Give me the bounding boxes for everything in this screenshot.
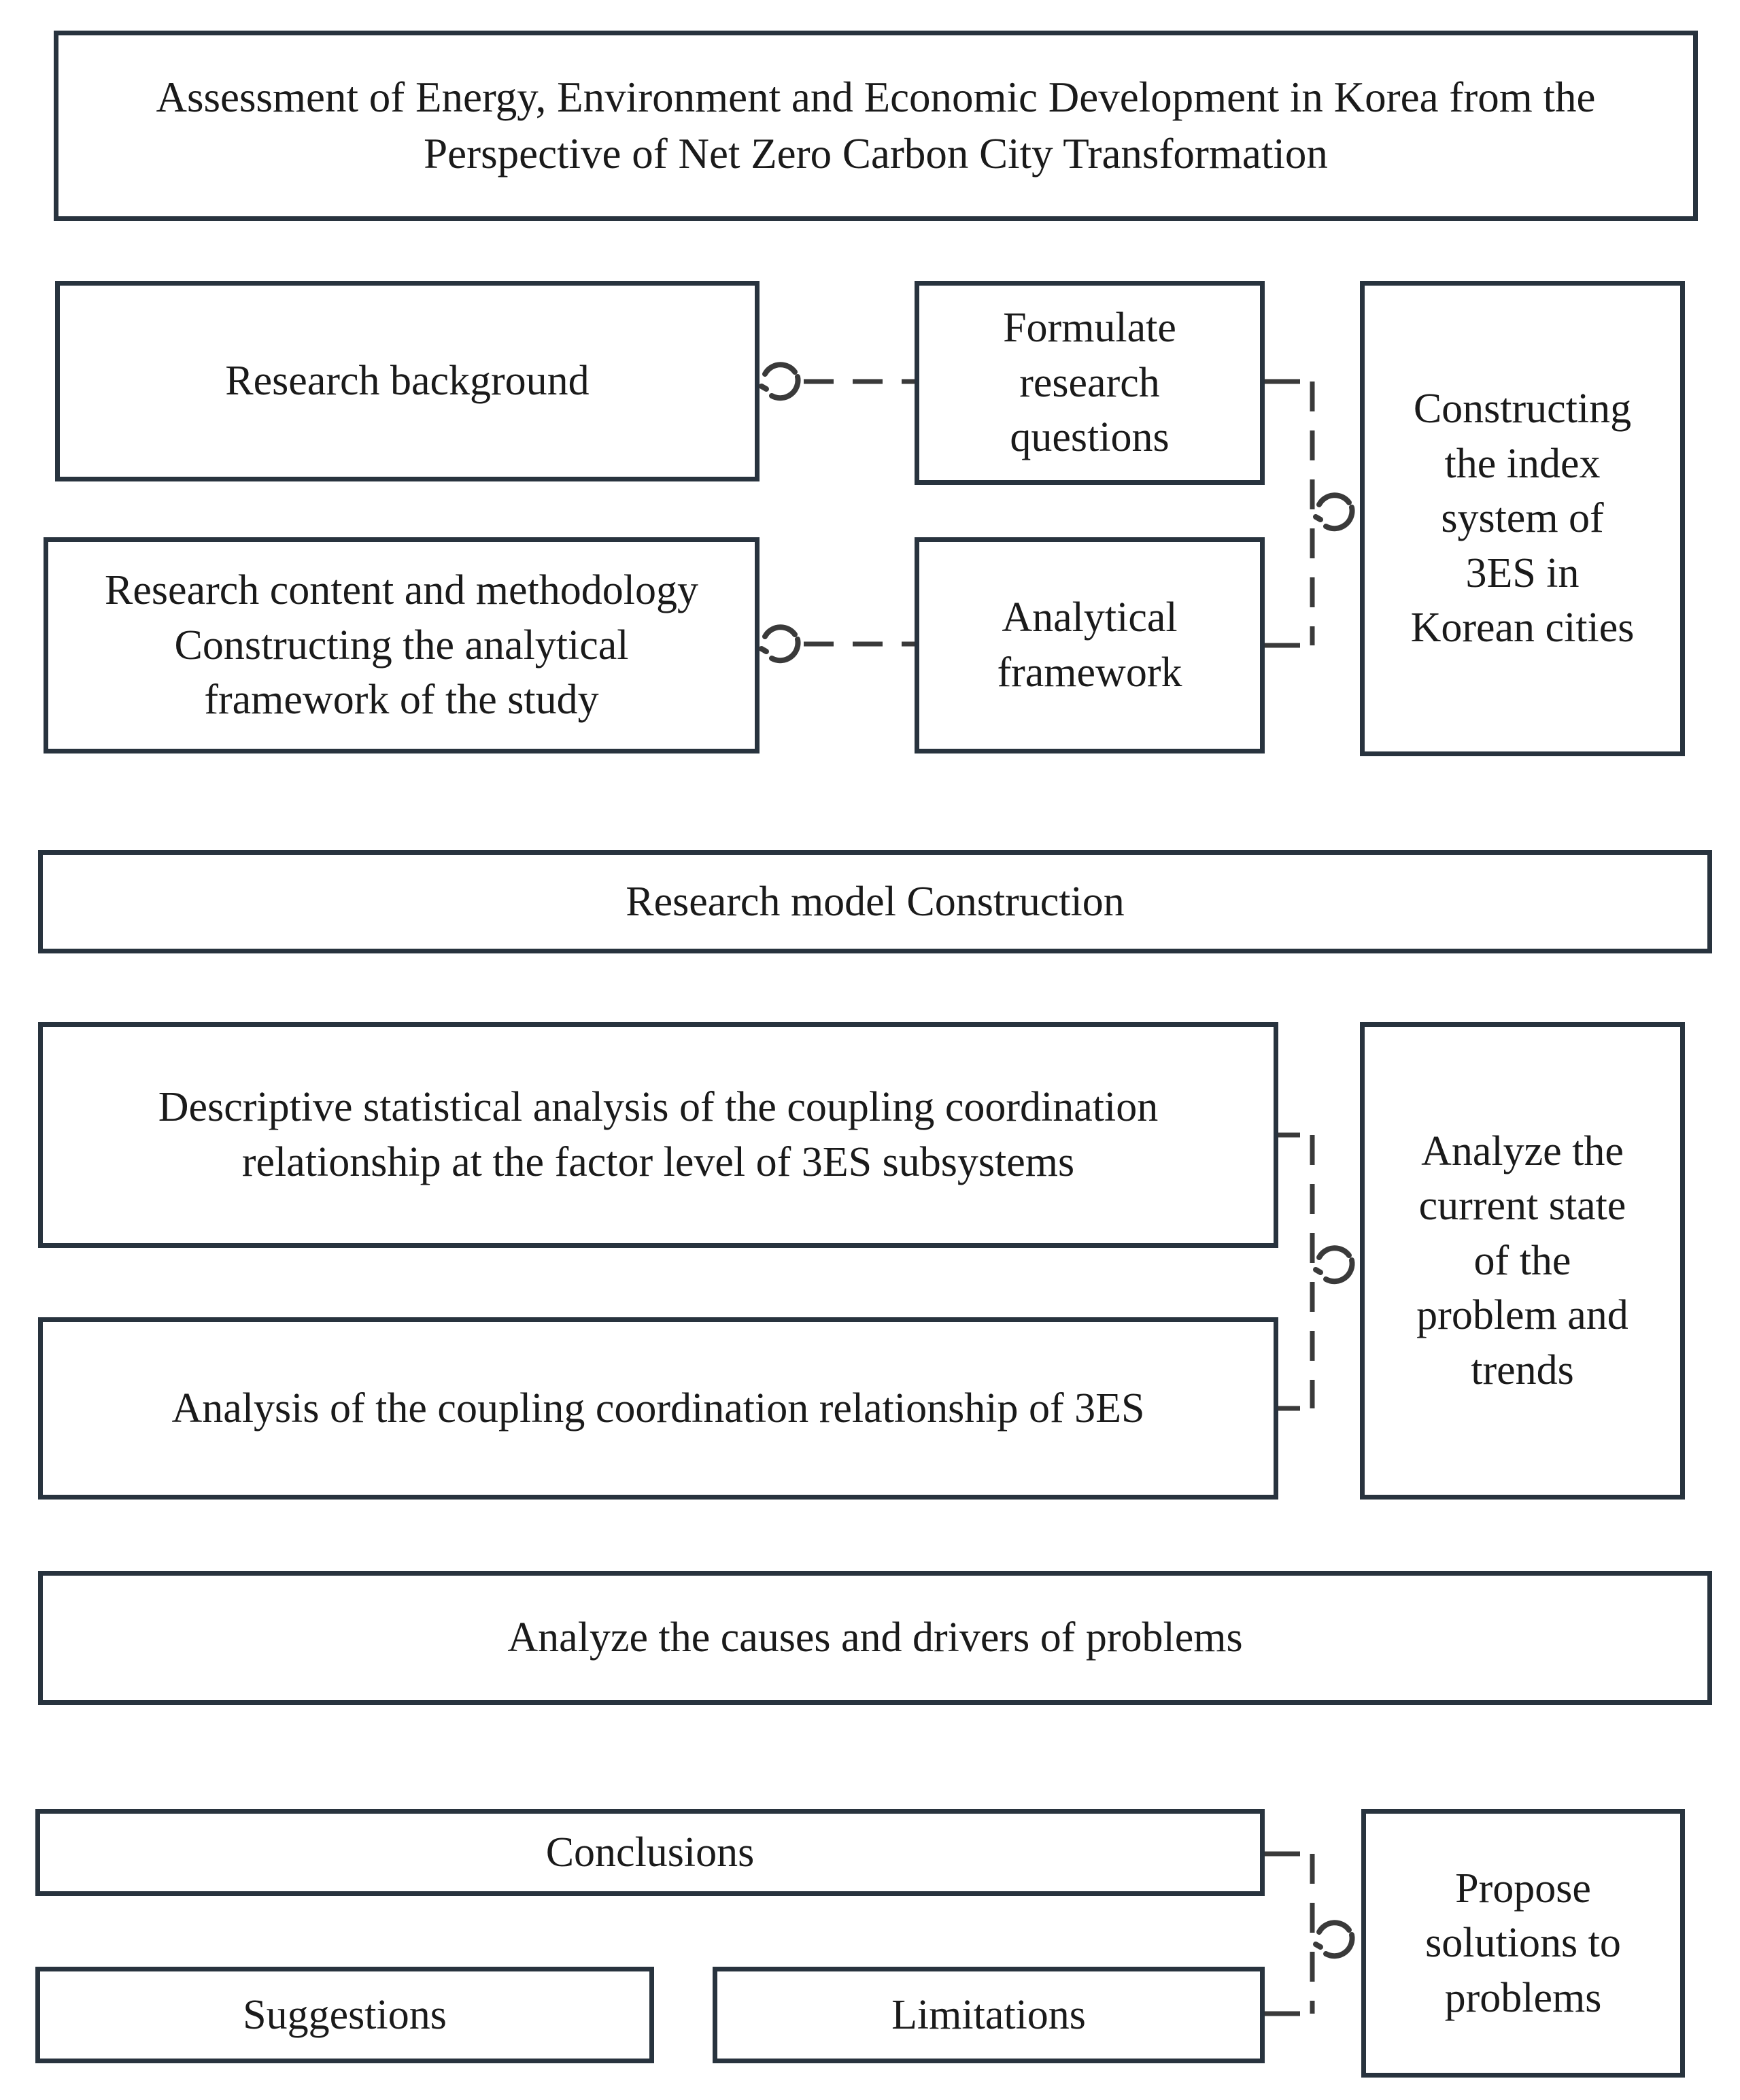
node-analytical-framework: Analytical framework	[915, 537, 1265, 753]
node-analyze-causes-drivers: Analyze the causes and drivers of proble…	[38, 1571, 1712, 1705]
node-propose-solutions-label: Propose solutions to problems	[1425, 1865, 1621, 2021]
node-title: Assessment of Energy, Environment and Ec…	[54, 31, 1698, 221]
node-suggestions-label: Suggestions	[243, 1991, 447, 2038]
node-formulate-research-questions: Formulate research questions	[915, 281, 1265, 485]
node-conclusions: Conclusions	[35, 1809, 1265, 1896]
node-descriptive-statistical-analysis-label: Descriptive statistical analysis of the …	[158, 1084, 1159, 1185]
node-conclusions-label: Conclusions	[545, 1829, 755, 1876]
dashed-circle-icon	[1316, 1923, 1352, 1956]
node-coupling-coordination-analysis-label: Analysis of the coupling coordination re…	[171, 1385, 1145, 1432]
node-limitations-label: Limitations	[891, 1991, 1086, 2038]
node-analyze-current-state: Analyze the current state of the problem…	[1360, 1022, 1685, 1500]
node-research-content-methodology-label: Research content and methodology Constru…	[105, 567, 698, 724]
dashed-circle-icon	[762, 365, 798, 398]
node-constructing-index-system: Constructing the index system of 3ES in …	[1360, 281, 1685, 756]
node-limitations: Limitations	[713, 1967, 1265, 2063]
node-analytical-framework-label: Analytical framework	[997, 594, 1182, 696]
dashed-circle-icon	[762, 627, 798, 660]
node-formulate-research-questions-label: Formulate research questions	[1003, 305, 1176, 461]
dashed-circle-icon	[1316, 1248, 1352, 1281]
node-suggestions: Suggestions	[35, 1967, 654, 2063]
node-title-label: Assessment of Energy, Environment and Ec…	[156, 73, 1596, 177]
node-research-background: Research background	[55, 281, 760, 481]
node-research-model-construction-label: Research model Construction	[626, 878, 1125, 925]
node-coupling-coordination-analysis: Analysis of the coupling coordination re…	[38, 1317, 1278, 1500]
node-research-content-methodology: Research content and methodology Constru…	[44, 537, 760, 753]
dashed-circle-icon	[1316, 495, 1352, 528]
node-analyze-current-state-label: Analyze the current state of the problem…	[1416, 1128, 1628, 1393]
node-constructing-index-system-label: Constructing the index system of 3ES in …	[1410, 386, 1635, 651]
node-research-model-construction: Research model Construction	[38, 850, 1712, 953]
node-analyze-causes-drivers-label: Analyze the causes and drivers of proble…	[507, 1614, 1243, 1661]
node-research-background-label: Research background	[225, 358, 590, 405]
node-propose-solutions: Propose solutions to problems	[1361, 1809, 1685, 2078]
node-descriptive-statistical-analysis: Descriptive statistical analysis of the …	[38, 1022, 1278, 1248]
